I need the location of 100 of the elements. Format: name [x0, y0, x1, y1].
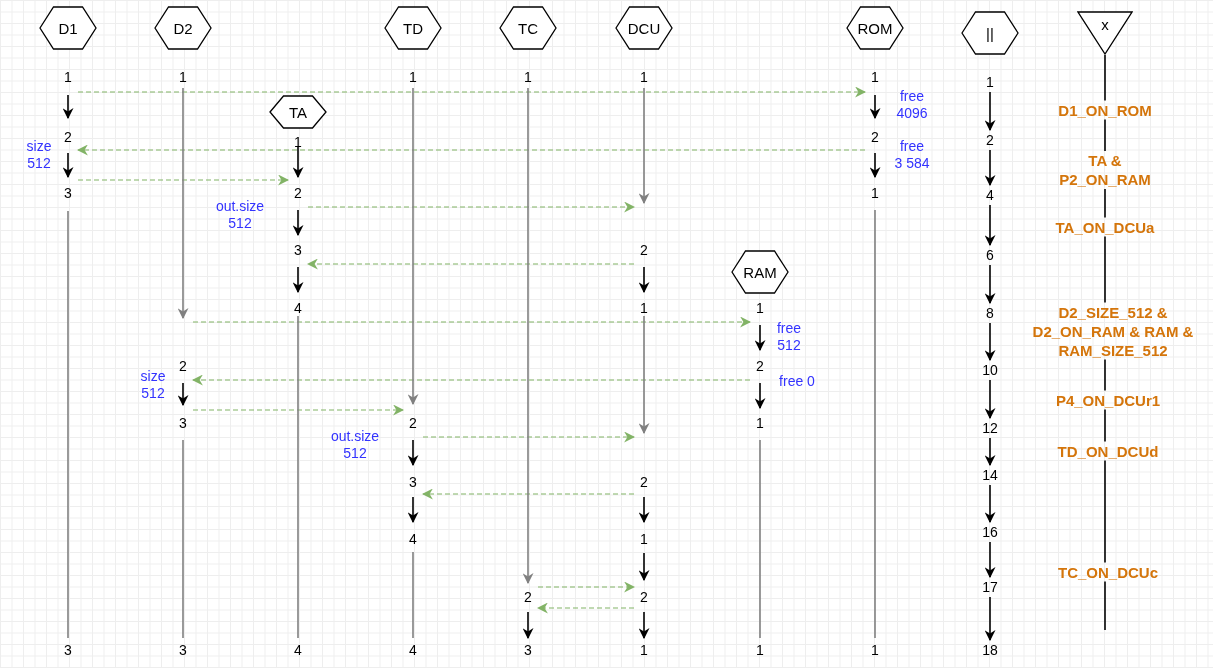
state-number: 8 [980, 303, 1000, 323]
state-number: 4 [288, 638, 308, 662]
state-number: 2 [173, 318, 193, 383]
transition-arrow [984, 204, 996, 247]
transition-arrow [869, 152, 881, 179]
participant-hexagon: D1 [39, 6, 97, 50]
transition-arrow [407, 496, 419, 524]
value-annotation: out.size 512 [215, 198, 265, 232]
transition-arrow [292, 266, 304, 294]
state-number: 2 [634, 203, 654, 267]
state-number: 16 [980, 522, 1000, 542]
state-number: 12 [980, 418, 1000, 438]
condition-label: TA_ON_DCUa [1055, 217, 1155, 237]
transition-arrow [62, 152, 74, 179]
message-arrow [192, 316, 752, 328]
state-number: 1 [173, 66, 193, 88]
state-number: 3 [58, 177, 78, 211]
transition-arrow [984, 264, 996, 305]
message-arrow [192, 404, 405, 416]
state-number: 1 [750, 638, 770, 662]
state-number: 4 [403, 638, 423, 662]
participant-hexagon: TD [384, 6, 442, 50]
state-number: 18 [980, 640, 1000, 660]
condition-label: TD_ON_DCUd [1057, 441, 1159, 461]
participant-hexagon: RAM [731, 250, 789, 294]
state-number: 3 [173, 638, 193, 662]
transition-arrow [177, 382, 189, 407]
state-number: 1 [750, 298, 770, 325]
participant-hexagon: DCU [615, 6, 673, 50]
state-number: 6 [980, 245, 1000, 265]
transition-arrow [984, 437, 996, 467]
transition-arrow [984, 379, 996, 420]
transition-arrow [638, 611, 650, 640]
transition-arrow [638, 552, 650, 582]
message-arrow [421, 488, 635, 500]
state-number: 2 [518, 583, 538, 612]
state-number: 1 [634, 292, 654, 316]
state-number: 1 [518, 66, 538, 88]
value-annotation: free 512 [776, 320, 802, 354]
message-arrow [76, 144, 866, 156]
transition-arrow [407, 439, 419, 467]
message-arrow [537, 581, 636, 593]
message-arrow [191, 374, 751, 386]
lifeline [759, 439, 761, 639]
state-number: 1 [634, 522, 654, 553]
state-number: 3 [288, 235, 308, 267]
transition-arrow [62, 94, 74, 120]
state-number: 2 [634, 580, 654, 612]
participant-hexagon: TC [499, 6, 557, 50]
lifeline [412, 551, 414, 639]
transition-arrow [638, 87, 650, 205]
state-number: 17 [980, 577, 1000, 597]
state-number: 1 [865, 638, 885, 662]
transition-arrow [984, 91, 996, 132]
participant-hexagon: D2 [154, 6, 212, 50]
lifeline [1104, 54, 1106, 102]
condition-label: D2_SIZE_512 & D2_ON_RAM & RAM & RAM_SIZE_512 [1028, 302, 1198, 360]
state-number: 2 [865, 118, 885, 153]
condition-label: TA & P2_ON_RAM [1050, 151, 1160, 189]
state-number: 4 [980, 185, 1000, 205]
lifeline [1104, 188, 1106, 219]
transition-arrow [292, 146, 304, 179]
condition-label: TC_ON_DCUc [1058, 562, 1158, 582]
transition-arrow [292, 209, 304, 237]
state-number: 1 [750, 408, 770, 440]
transition-arrow [522, 611, 534, 640]
transition-arrow [984, 322, 996, 362]
lifeline [1104, 235, 1106, 304]
message-arrow [77, 174, 290, 186]
message-arrow [307, 201, 636, 213]
value-annotation: free 3 584 [894, 138, 930, 172]
state-number: 1 [634, 638, 654, 662]
state-number: 1 [980, 72, 1000, 92]
participant-hexagon: || [961, 11, 1019, 55]
transition-arrow [638, 496, 650, 524]
message-arrow [306, 258, 635, 270]
transition-arrow [984, 484, 996, 524]
state-number: 2 [288, 177, 308, 210]
lifeline [1104, 459, 1106, 564]
transition-arrow [984, 541, 996, 579]
state-number: 1 [58, 66, 78, 95]
lifeline [1104, 580, 1106, 631]
state-number: 2 [750, 350, 770, 383]
message-arrow [422, 431, 636, 443]
state-number: 4 [403, 522, 423, 552]
state-number: 3 [403, 465, 423, 497]
transition-arrow [638, 315, 650, 435]
transition-arrow [984, 149, 996, 187]
state-number: 2 [634, 433, 654, 497]
state-number: 3 [518, 638, 538, 662]
value-annotation: out.size 512 [330, 428, 380, 462]
participant-hexagon: TA [269, 95, 327, 129]
state-number: 3 [58, 638, 78, 662]
state-number: 2 [58, 118, 78, 153]
transition-arrow [407, 87, 419, 406]
condition-label: P4_ON_DCUr1 [1055, 390, 1161, 410]
state-number: 4 [288, 292, 308, 316]
state-number: 2 [980, 130, 1000, 150]
value-annotation: free 4096 [896, 88, 928, 122]
lifeline [1104, 408, 1106, 443]
